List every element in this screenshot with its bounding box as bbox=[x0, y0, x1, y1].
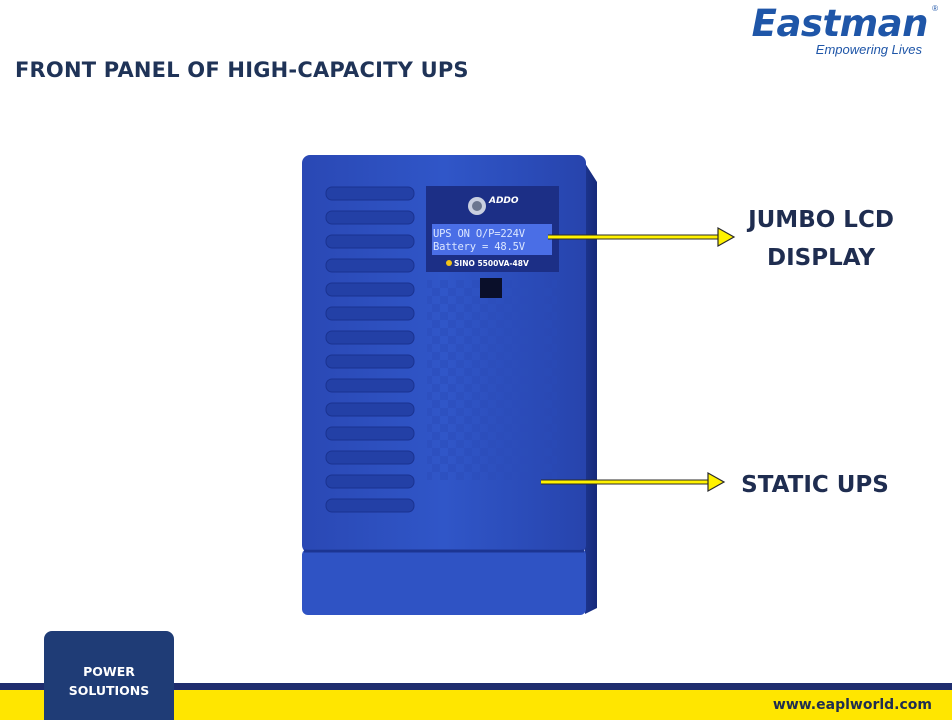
brand-logo: Eastman ® Empowering Lives bbox=[738, 2, 938, 62]
slide-title: FRONT PANEL OF HIGH-CAPACITY UPS bbox=[15, 58, 469, 82]
ups-lcd-screen bbox=[432, 224, 552, 255]
callout-static-ups: STATIC UPS bbox=[741, 472, 889, 498]
ups-vent-slots bbox=[325, 186, 415, 513]
registered-mark: ® bbox=[932, 4, 938, 13]
footer-divider bbox=[0, 683, 952, 690]
power-button bbox=[480, 278, 502, 298]
footer-website[interactable]: www.eaplworld.com bbox=[772, 697, 932, 713]
callout-jumbo-lcd-line-1: JUMBO LCD bbox=[748, 207, 894, 233]
model-badge-icon bbox=[446, 260, 452, 266]
ups-texture bbox=[427, 280, 557, 480]
brand-name: Eastman bbox=[751, 2, 929, 45]
ups-model-label: SINO 5500VA-48V bbox=[454, 259, 529, 268]
callout-jumbo-lcd-line-2: DISPLAY bbox=[767, 245, 875, 271]
brand-tagline: Empowering Lives bbox=[815, 42, 922, 57]
arrow-static-ups bbox=[541, 471, 726, 493]
footer-section-tab-label: POWER SOLUTIONS bbox=[44, 662, 174, 700]
arrow-jumbo-lcd bbox=[548, 226, 736, 248]
ups-brand-logo: ADDO bbox=[489, 196, 519, 206]
ups-base bbox=[302, 549, 586, 615]
footer-tab-line-2: SOLUTIONS bbox=[68, 683, 150, 698]
footer-tab-line-1: POWER bbox=[83, 664, 135, 679]
lcd-line-2: Battery = 48.5V bbox=[433, 241, 525, 253]
lcd-line-1: UPS ON O/P=224V bbox=[433, 228, 525, 240]
footer-section-tab bbox=[44, 631, 174, 720]
ups-side-panel bbox=[583, 160, 597, 614]
